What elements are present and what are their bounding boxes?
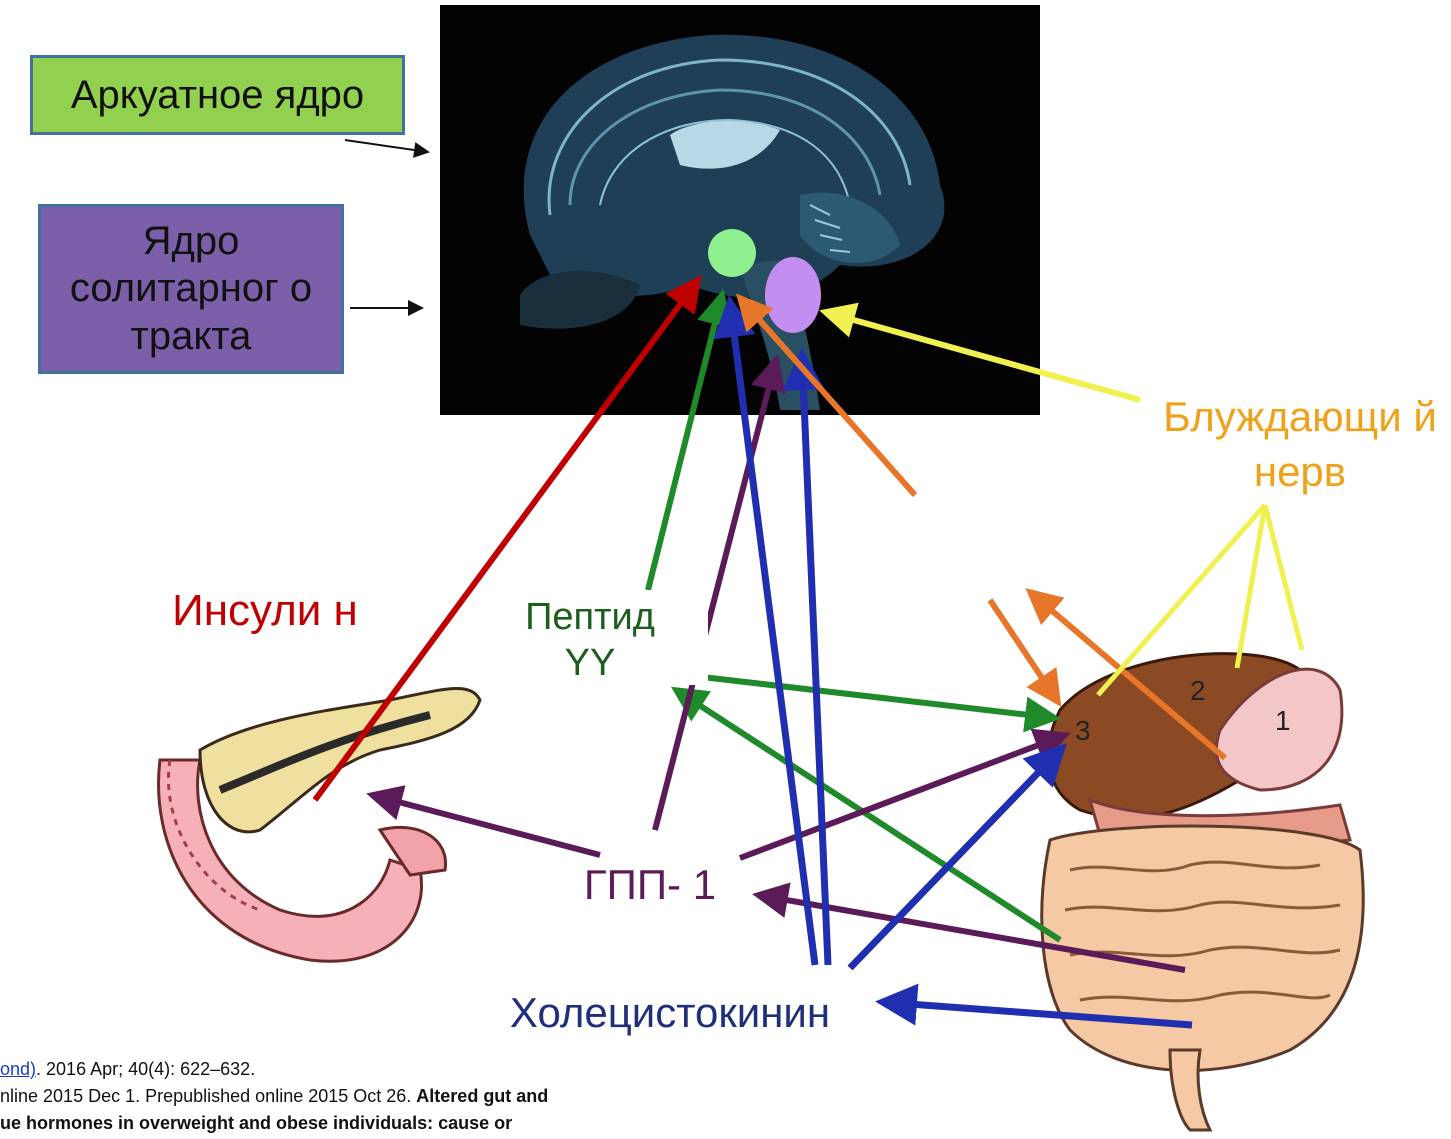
citation-line-1-text: . 2016 Apr; 40(4): 622–632.	[36, 1059, 255, 1079]
citation-line-1: ond). 2016 Apr; 40(4): 622–632.	[0, 1056, 900, 1083]
citation-line-3: ue hormones in overweight and obese indi…	[0, 1110, 900, 1137]
arrow-intestine-to-cck	[882, 1002, 1192, 1025]
arrow-cck-to-liver	[850, 748, 1062, 968]
journal-link[interactable]: ond)	[0, 1059, 36, 1079]
citation-title-part-1: Altered gut and	[416, 1086, 548, 1106]
cholecystokinin-label: Холецистокинин	[470, 980, 870, 1045]
citation-line-2: nline 2015 Dec 1. Prepublished online 20…	[0, 1083, 900, 1110]
insulin-label: Инсули н	[170, 582, 360, 639]
citation: ond). 2016 Apr; 40(4): 622–632. nline 20…	[0, 1056, 900, 1137]
arrow-insulin-to-brain	[315, 280, 698, 800]
arrow-pyy-to-liver	[685, 675, 1055, 718]
vagus-nerve-label: Блуждающи й нерв	[1150, 390, 1450, 499]
citation-title-part-2: ue hormones in overweight and obese indi…	[0, 1113, 512, 1133]
arrow-orange-to-liver	[990, 600, 1058, 702]
arrow-pyy-to-brain	[648, 295, 722, 590]
vagus-branch-3	[1265, 505, 1302, 650]
glp1-label: ГПП- 1	[560, 858, 740, 913]
arrow-stomach-to-orange	[1030, 592, 1225, 758]
arrow-glp1-to-pancreas	[372, 795, 600, 855]
arrow-vagus-to-brain	[825, 312, 1140, 400]
peptide-yy-label: Пептид YY	[500, 595, 680, 686]
arcuate-nucleus-label: Аркуатное ядро	[30, 55, 405, 135]
citation-line-2-text: nline 2015 Dec 1. Prepublished online 20…	[0, 1086, 416, 1106]
solitary-tract-nucleus-label: Ядро солитарног о тракта	[38, 204, 344, 374]
vagus-branch-1	[1098, 505, 1265, 695]
pointer-arcuate	[345, 140, 428, 152]
